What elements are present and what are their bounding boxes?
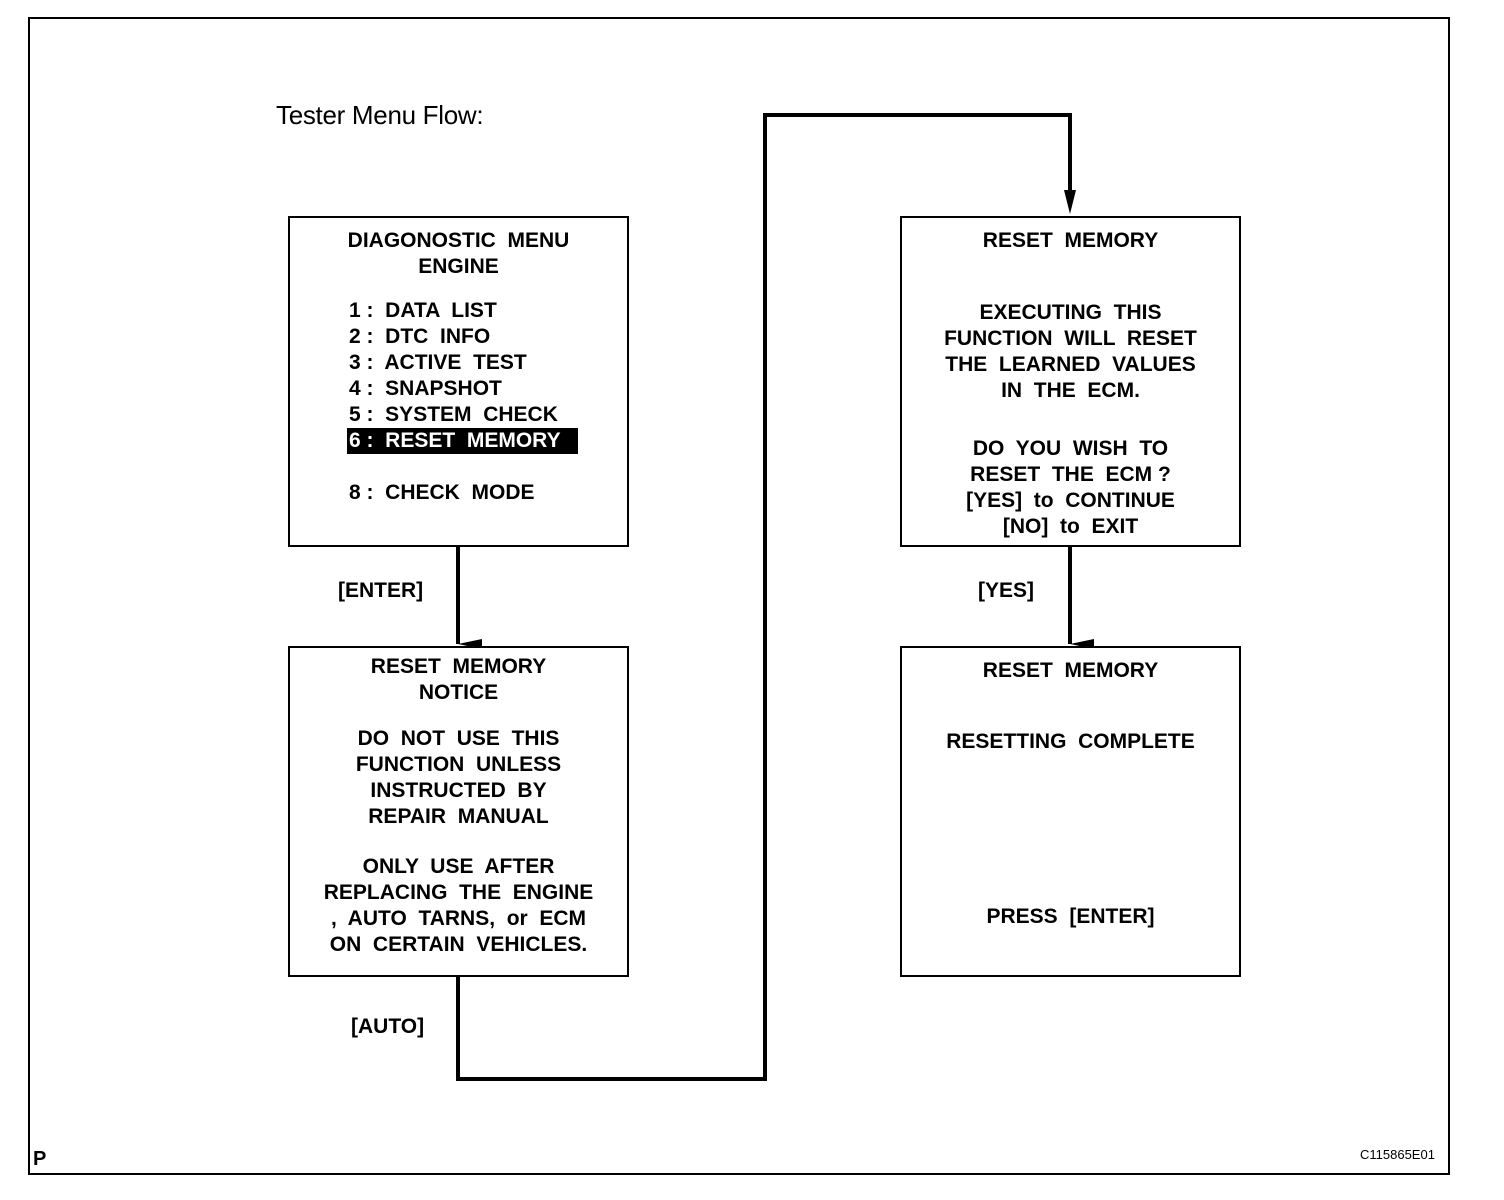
diagnostic-menu-box: DIAGONOSTIC MENU ENGINE 1 : DATA LIST 2 :… (288, 216, 629, 547)
confirm-line: RESET MEMORY (982, 229, 1159, 252)
reset-notice-box: RESET MEMORY NOTICE DO NOT USE THIS FUNC… (288, 646, 629, 977)
figure-code: C115865E01 (1360, 1147, 1435, 1162)
menu-item: 5 : SYSTEM CHECK (349, 403, 558, 426)
diagnostic-menu-subheading: ENGINE (418, 255, 499, 278)
notice-line: INSTRUCTED BY (370, 779, 547, 802)
notice-line: NOTICE (418, 681, 499, 704)
figure-frame (28, 17, 1450, 1175)
complete-line: RESET MEMORY (982, 659, 1159, 682)
menu-item: 4 : SNAPSHOT (349, 377, 502, 400)
arrowhead-auto (1064, 190, 1076, 214)
notice-line: , AUTO TARNS, or ECM (330, 907, 587, 930)
confirm-line: RESET THE ECM ? (970, 463, 1171, 486)
menu-item-selected: 6 : RESET MEMORY (347, 428, 578, 454)
reset-confirm-box: RESET MEMORY EXECUTING THIS FUNCTION WIL… (900, 216, 1241, 547)
notice-line: DO NOT USE THIS (357, 727, 560, 750)
notice-line: REPAIR MANUAL (368, 805, 549, 828)
connector-auto (456, 113, 1072, 1081)
edge-label-enter: [ENTER] (338, 579, 424, 602)
notice-line: ON CERTAIN VEHICLES. (329, 933, 588, 956)
menu-item: 8 : CHECK MODE (349, 481, 535, 504)
confirm-line: EXECUTING THIS (979, 301, 1162, 324)
notice-line: ONLY USE AFTER (362, 855, 555, 878)
notice-line: RESET MEMORY (370, 655, 547, 678)
complete-line: PRESS [ENTER] (986, 905, 1155, 928)
confirm-line: DO YOU WISH TO (972, 437, 1169, 460)
diagnostic-menu-list: 1 : DATA LIST 2 : DTC INFO 3 : ACTIVE TEST… (347, 298, 578, 506)
edge-label-yes: [YES] (978, 579, 1035, 602)
menu-item: 1 : DATA LIST (349, 299, 497, 322)
confirm-line: FUNCTION WILL RESET (944, 327, 1197, 350)
diagnostic-menu-heading: DIAGONOSTIC MENU (347, 229, 570, 252)
menu-item: 2 : DTC INFO (349, 325, 491, 348)
confirm-line: [NO] to EXIT (1002, 515, 1139, 538)
notice-line: REPLACING THE ENGINE (323, 881, 594, 904)
confirm-line: IN THE ECM. (1001, 379, 1140, 402)
confirm-line: THE LEARNED VALUES (945, 353, 1196, 376)
confirm-line: [YES] to CONTINUE (966, 489, 1175, 512)
edge-label-auto: [AUTO] (351, 1015, 425, 1038)
reset-complete-box: RESET MEMORY RESETTING COMPLETE PRESS [E… (900, 646, 1241, 977)
page-mark: P (33, 1148, 47, 1170)
complete-line: RESETTING COMPLETE (946, 730, 1195, 753)
notice-line: FUNCTION UNLESS (355, 753, 562, 776)
menu-item (347, 454, 578, 480)
diagram-title: Tester Menu Flow: (276, 100, 484, 130)
menu-item: 3 : ACTIVE TEST (349, 351, 527, 374)
